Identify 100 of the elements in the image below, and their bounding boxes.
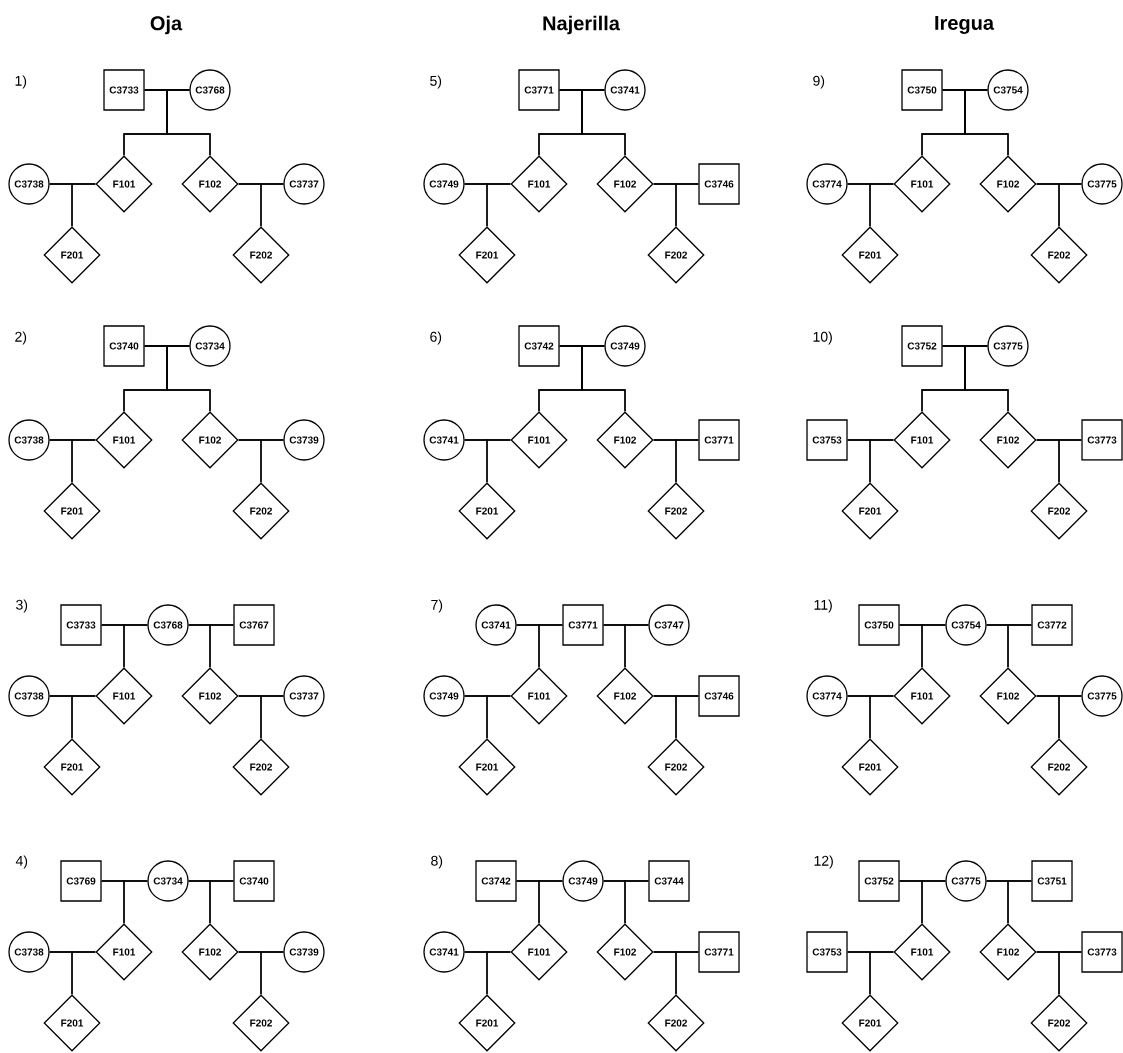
diamond-node: F202 (647, 738, 705, 796)
circle-node: C3747 (648, 604, 690, 646)
diamond-node: F202 (232, 482, 290, 540)
pedigree-line (166, 89, 211, 156)
pedigree-line (1058, 951, 1082, 995)
diamond-node: F202 (1030, 994, 1088, 1052)
diamond-node: F202 (232, 226, 290, 284)
circle-node: C3741 (423, 931, 465, 973)
diamond-node: F102 (979, 923, 1037, 981)
diamond-node: F202 (647, 994, 705, 1052)
pedigree-line (166, 345, 211, 412)
square-node: C3773 (1081, 419, 1123, 461)
diamond-node: F102 (979, 155, 1037, 213)
column-heading: Najerilla (543, 15, 621, 35)
diamond-node: F201 (43, 738, 101, 796)
pedigree-line (675, 439, 699, 483)
circle-node: C3738 (8, 419, 50, 461)
pedigree-line (260, 951, 284, 995)
pedigree-line (869, 695, 894, 739)
square-node: C3767 (233, 604, 275, 646)
diamond-node: F201 (841, 738, 899, 796)
circle-node: C3738 (8, 163, 50, 205)
panel-number: 7) (431, 599, 443, 613)
pedigree-line (1058, 695, 1082, 739)
diamond-node: F102 (181, 155, 239, 213)
diamond-node: F101 (95, 411, 153, 469)
diamond-node: F201 (841, 994, 899, 1052)
pedigree-line (964, 89, 1009, 156)
square-node: C3752 (858, 860, 900, 902)
diamond-node: F201 (458, 738, 516, 796)
pedigree-line (581, 345, 626, 412)
diamond-node: F101 (510, 667, 568, 725)
pedigree-line (486, 951, 511, 995)
pedigree-line (123, 880, 148, 924)
circle-node: C3749 (562, 860, 604, 902)
square-node: C3753 (806, 419, 848, 461)
pedigree-line (209, 880, 234, 924)
diamond-node: F101 (893, 155, 951, 213)
circle-node: C3749 (604, 325, 646, 367)
pedigree-line (123, 624, 148, 668)
pedigree-line (869, 439, 894, 483)
panel-number: 12) (814, 855, 833, 869)
pedigree-line (260, 439, 284, 483)
panel-number: 2) (15, 331, 27, 345)
square-node: C3753 (806, 931, 848, 973)
diamond-node: F102 (181, 411, 239, 469)
pedigree-line (71, 439, 96, 483)
pedigree-line (71, 183, 96, 227)
pedigree-line (486, 439, 511, 483)
diamond-node: F202 (232, 994, 290, 1052)
circle-node: C3739 (283, 419, 325, 461)
square-node: C3733 (103, 69, 145, 111)
circle-node: C3738 (8, 675, 50, 717)
circle-node: C3775 (987, 325, 1029, 367)
diamond-node: F201 (43, 226, 101, 284)
diamond-node: F101 (510, 923, 568, 981)
pedigree-line (538, 880, 563, 924)
square-node: C3752 (901, 325, 943, 367)
panel-number: 1) (15, 75, 27, 89)
diamond-node: F102 (979, 411, 1037, 469)
column-heading: Iregua (935, 16, 995, 34)
square-node: C3744 (648, 860, 690, 902)
column-heading: Oja (150, 15, 183, 35)
panel-number: 3) (16, 599, 28, 613)
circle-node: C3741 (475, 604, 517, 646)
panel-number: 4) (15, 855, 28, 869)
diamond-node: F101 (510, 411, 568, 469)
square-node: C3746 (698, 675, 740, 717)
diamond-node: F102 (596, 155, 654, 213)
pedigree-line (1058, 439, 1082, 483)
circle-node: C3734 (189, 325, 231, 367)
diamond-node: F101 (893, 923, 951, 981)
pedigree-line (486, 695, 511, 739)
square-node: C3746 (698, 163, 740, 205)
diamond-node: F201 (43, 482, 101, 540)
diamond-node: F201 (458, 482, 516, 540)
square-node: C3750 (901, 69, 943, 111)
circle-node: C3737 (283, 163, 325, 205)
pedigree-line (260, 695, 284, 739)
diamond-node: F202 (647, 226, 705, 284)
circle-node: C3749 (423, 163, 465, 205)
pedigree-line (581, 89, 626, 156)
circle-node: C3734 (147, 860, 189, 902)
diamond-node: F102 (596, 923, 654, 981)
panel-number: 5) (430, 75, 442, 89)
circle-node: C3768 (189, 69, 231, 111)
diamond-node: F102 (979, 667, 1037, 725)
square-node: C3740 (103, 325, 145, 367)
pedigree-line (209, 624, 234, 668)
pedigree-line (486, 183, 511, 227)
circle-node: C3768 (147, 604, 189, 646)
square-node: C3750 (858, 604, 900, 646)
square-node: C3742 (518, 325, 560, 367)
circle-node: C3754 (987, 69, 1029, 111)
panel-number: 9) (813, 75, 825, 89)
square-node: C3733 (60, 604, 102, 646)
circle-node: C3739 (283, 931, 325, 973)
diamond-node: F201 (841, 226, 899, 284)
square-node: C3769 (60, 860, 102, 902)
square-node: C3772 (1031, 604, 1073, 646)
